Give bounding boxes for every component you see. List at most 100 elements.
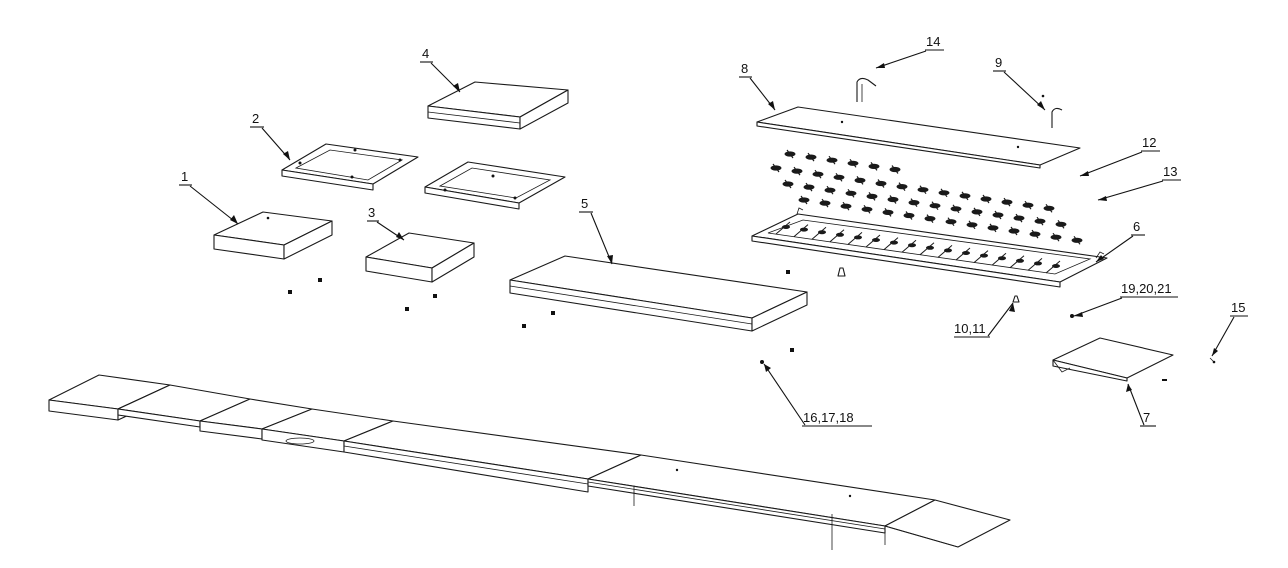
roller-axle	[889, 195, 897, 204]
fasteners-left	[288, 278, 437, 311]
callout-6: 6	[1133, 219, 1140, 234]
frame-roller	[962, 251, 970, 255]
frame-roller	[908, 243, 916, 248]
part-8-top-plate	[756, 106, 1081, 169]
frame-roller	[944, 248, 952, 253]
part-14-handle	[856, 77, 877, 102]
roller-axle	[982, 194, 990, 204]
roller-axle	[814, 169, 822, 179]
roller-axle	[1052, 232, 1060, 242]
part-9-handle	[1041, 94, 1063, 128]
roller-axle	[1045, 203, 1053, 213]
callout-4: 4	[422, 46, 429, 61]
roller-axle	[931, 201, 939, 211]
roller-axle	[842, 201, 850, 211]
callout-3: 3	[368, 205, 375, 220]
roller-axle	[1024, 200, 1032, 210]
roller-axle	[919, 185, 927, 195]
roller-axle	[870, 162, 878, 171]
callout-15: 15	[1231, 300, 1245, 315]
roller-axle	[807, 152, 815, 162]
part-19-20-21-pin	[1070, 314, 1074, 318]
roller-axle	[847, 188, 855, 198]
frame-roller	[1052, 264, 1060, 268]
roller-axle	[849, 158, 857, 168]
roller-axle	[821, 198, 829, 208]
roller-axle	[994, 210, 1002, 220]
roller-axle	[1015, 213, 1023, 223]
roller-axle	[868, 192, 876, 201]
part-6-roller-frame	[751, 207, 1108, 288]
frame-second	[424, 161, 566, 210]
callout-1: 1	[181, 169, 188, 184]
roller-axle	[835, 172, 843, 182]
frame-roller	[872, 238, 880, 242]
roller-axle	[786, 149, 794, 159]
callout-19-20-21: 19,20,21	[1121, 281, 1172, 296]
callout-9: 9	[995, 55, 1002, 70]
part-7-ramp	[1052, 337, 1174, 382]
roller-axle	[1073, 235, 1081, 245]
frame-roller	[836, 232, 844, 237]
frame-roller	[818, 230, 826, 235]
callout-2: 2	[252, 111, 259, 126]
assembled-platform	[48, 374, 1011, 550]
part-4-cover	[427, 81, 569, 130]
frame-roller	[1034, 261, 1042, 266]
callout-labels: 1 2 3 4 5 6 7 8 9 10,11 12 13 14 15 16,1…	[181, 34, 1245, 425]
roller-axle	[940, 188, 948, 198]
frame-roller	[782, 225, 790, 229]
parts-12-13-roller-array	[770, 149, 1083, 245]
frame-roller	[800, 227, 808, 232]
frame-roller	[1016, 258, 1024, 263]
roller-axle	[973, 207, 981, 217]
roller-axle	[784, 179, 792, 189]
roller-axle	[891, 165, 899, 174]
callout-8: 8	[741, 61, 748, 76]
callout-16-17-18: 16,17,18	[803, 410, 854, 425]
part-1-block	[213, 211, 333, 260]
arrowheads	[230, 63, 1218, 392]
roller-axle	[1036, 216, 1044, 226]
roller-axle	[856, 176, 864, 185]
roller-axle	[905, 211, 913, 220]
callout-13: 13	[1163, 164, 1177, 179]
roller-axle	[926, 214, 934, 223]
roller-axle	[800, 195, 808, 205]
roller-axle	[1010, 226, 1018, 236]
roller-axle	[989, 223, 997, 233]
roller-axle	[1057, 219, 1065, 229]
roller-axle	[826, 185, 834, 195]
frame-roller	[980, 253, 988, 258]
roller-axle	[910, 198, 918, 207]
part-16-17-18-screw	[760, 360, 764, 364]
callout-5: 5	[581, 196, 588, 211]
frame-roller	[998, 256, 1006, 261]
roller-axle	[968, 220, 976, 230]
part-2-frame	[281, 143, 419, 191]
roller-axle	[877, 179, 885, 188]
roller-axle	[952, 204, 960, 214]
leaders	[179, 49, 1248, 427]
roller-axle	[863, 204, 871, 214]
roller-axle	[805, 182, 813, 192]
part-15-piece	[1209, 357, 1216, 364]
frame-roller	[890, 240, 898, 245]
callout-14: 14	[926, 34, 940, 49]
roller-axle	[947, 217, 955, 227]
part-10-11-foot	[837, 267, 1020, 303]
callout-12: 12	[1142, 135, 1156, 150]
roller-axle	[793, 166, 801, 176]
roller-axle	[1031, 229, 1039, 239]
roller-axle	[884, 208, 892, 217]
roller-axle	[772, 163, 780, 173]
frame-roller	[926, 245, 934, 250]
part-5-long-plate	[509, 255, 808, 352]
roller-axle	[828, 155, 836, 165]
part-3-block	[365, 232, 475, 283]
callout-10-11: 10,11	[954, 321, 986, 336]
roller-axle	[1003, 197, 1011, 207]
frame-roller	[854, 235, 862, 240]
